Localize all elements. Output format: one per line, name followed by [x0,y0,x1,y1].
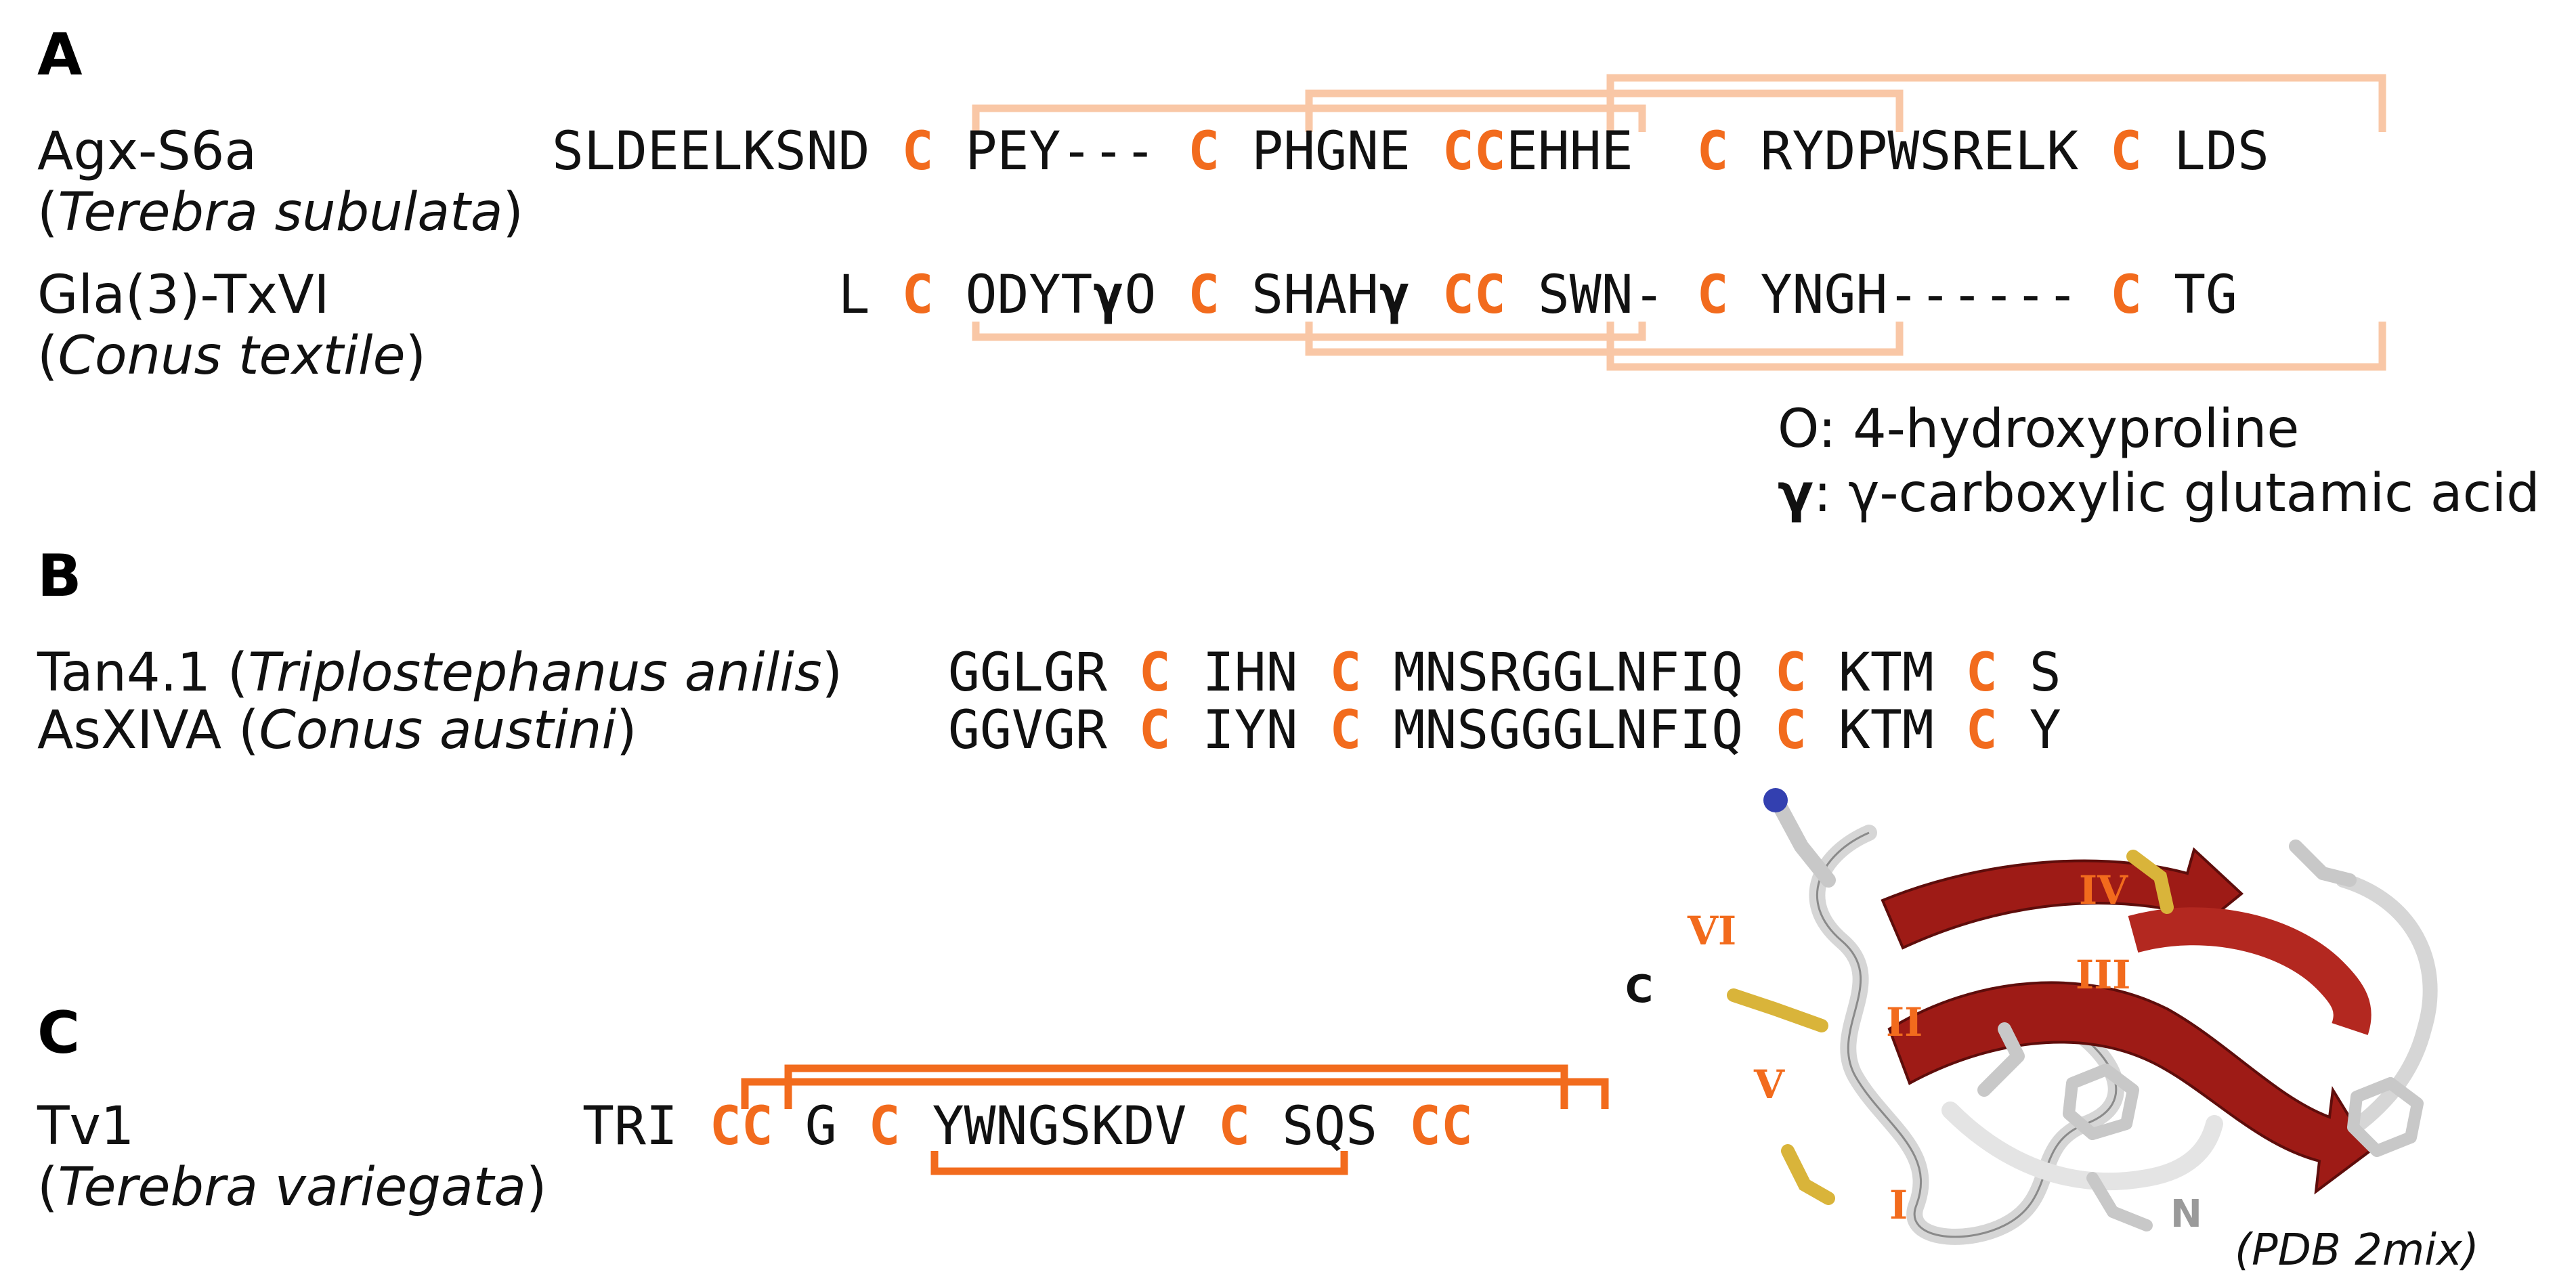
cysteine-residue: C [1775,700,1807,761]
bond-tv1-2-5 [784,1064,1568,1109]
cysteine-residue: C [869,1096,901,1157]
gla-residue: γ [1379,265,1411,326]
legend-hydroxyproline: O: 4-hydroxyproline [1778,399,2299,460]
cysteine-residue: C [1139,700,1171,761]
cysteine-residue: C [1474,265,1506,326]
cysteine-residue: C [1775,642,1807,703]
cysteine-residue: C [1474,121,1506,182]
n-terminus-label: N [2170,1192,2202,1236]
cysteine-label-i: I [1889,1182,1908,1228]
panel-label-a: A [37,21,83,89]
cysteine-residue: C [2110,265,2142,326]
disulfide-i-v [1781,1144,1835,1205]
cysteine-residue: C [1697,121,1729,182]
species-conus-textile: (Conus textile) [37,326,426,387]
cysteine-residue: C [1409,1096,1441,1157]
sequence-row-asxiva: AsXIVA (Conus austini) GGVGR C IYN C MNS… [37,700,2061,761]
cysteine-residue: C [742,1096,773,1157]
cysteine-residue: C [1442,121,1474,182]
backbone-coil-front [1941,1101,2223,1191]
cysteine-residue: C [1330,642,1362,703]
cysteine-residue: C [2110,121,2142,182]
disulfide-iii-iv [2126,850,2174,914]
peptide-name-asxiva: AsXIVA (Conus austini) [37,700,637,761]
panel-label-c: C [37,999,80,1067]
cysteine-label-iii: III [2076,952,2130,998]
bond-agx-2-5 [1305,89,1904,132]
sequence-tv1: TRI CC G C YWNGSKDV C SQS CC [582,1096,1473,1157]
bond-tv1-3-4 [930,1151,1348,1175]
cysteine-residue: C [1330,700,1362,761]
disulfide-sticks [1727,850,2174,1205]
cysteine-residue: C [1966,700,1998,761]
peptide-name-gla3-txvi: Gla(3)-TxVI [37,265,330,326]
cysteine-residue: C [1188,265,1220,326]
cysteine-label-ii: II [1886,999,1923,1045]
aromatic-ring-2 [2347,1077,2424,1157]
panel-label-b: B [37,542,82,610]
peptide-name-tv1: Tv1 [37,1096,134,1157]
sequence-row-tv1: Tv1 (Terebra variegata) TRI CC G C YWNGS… [37,1096,1473,1218]
beta-strand-iv-tail [2128,907,2371,1035]
gla-residue: γ [1092,265,1124,326]
cysteine-residue: C [1697,265,1729,326]
bond-gla-3-6 [1606,322,2386,371]
cysteine-residue: C [1218,1096,1250,1157]
bond-gla-2-5 [1305,322,1904,356]
cysteine-residue: C [710,1096,742,1157]
cysteine-residue: C [1441,1096,1473,1157]
peptide-name-agx-s6a: Agx-S6a [37,121,257,182]
sequence-row-gla3-txvi: Gla(3)-TxVI (Conus textile) L C ODYTγO C… [37,265,2237,387]
disulfide-bonds-agx-s6a [972,74,2386,132]
nitrogen-atom [1763,788,1788,812]
species-terebra-variegata: (Terebra variegata) [37,1157,546,1218]
cysteine-residue: C [1188,121,1220,182]
side-chain-arg [2289,839,2357,887]
peptide-name-tan4-1: Tan4.1 (Triplostephanus anilis) [37,642,842,703]
cysteine-label-v: V [1753,1062,1785,1108]
backbone-coil-right [2309,873,2438,1158]
side-chains [1763,788,2424,1231]
cysteine-residue: C [1139,642,1171,703]
cysteine-residue: C [1966,642,1998,703]
bond-tv1-1-6 [741,1078,1609,1109]
sequence-agx-s6a: SLDEELKSND C PEY--- C PHGNE CCEHHE C RYD… [552,121,2269,182]
cysteine-residue: C [902,121,934,182]
disulfide-ii-vi [1727,988,1828,1032]
legend-modified-residues: O: 4-hydroxyproline γ: γ-carboxylic glut… [1778,399,2540,524]
disulfide-bonds-tv1 [741,1064,1609,1175]
sequence-row-tan4-1: Tan4.1 (Triplostephanus anilis) GGLGR C … [37,642,2061,703]
bond-agx-3-6 [1606,74,2386,132]
cysteine-label-iv: IV [2079,867,2128,913]
sequence-row-agx-s6a: Agx-S6a (Terebra subulata) SLDEELKSND C … [37,121,2269,243]
tv1-3d-structure: I II III IV V VI C N (PDB 2mix) [1625,788,2479,1275]
c-terminus-label: C [1625,967,1653,1011]
species-terebra-subulata: (Terebra subulata) [37,182,523,243]
side-chain-c-term [2086,1172,2153,1231]
side-chain-his [1977,1022,2025,1097]
disulfide-bonds-gla3-txvi [972,322,2386,371]
sequence-gla3-txvi: L C ODYTγO C SHAHγ CC SWN- C YNGH------ … [552,265,2237,326]
cysteine-residue: C [902,265,934,326]
sequence-tan4-1: GGLGR C IHN C MNSRGGLNFIQ C KTM C S [948,642,2061,703]
sequence-asxiva: GGVGR C IYN C MNSGGGLNFIQ C KTM C Y [948,700,2061,761]
side-chain-lys [1770,795,1836,888]
cysteine-residue: C [1442,265,1474,326]
legend-gamma-carboxyglutamate: γ: γ-carboxylic glutamic acid [1778,463,2540,524]
pdb-id-label: (PDB 2mix) [2235,1225,2479,1275]
aromatic-ring-1 [2063,1064,2139,1140]
cysteine-label-vi: VI [1687,908,1736,954]
